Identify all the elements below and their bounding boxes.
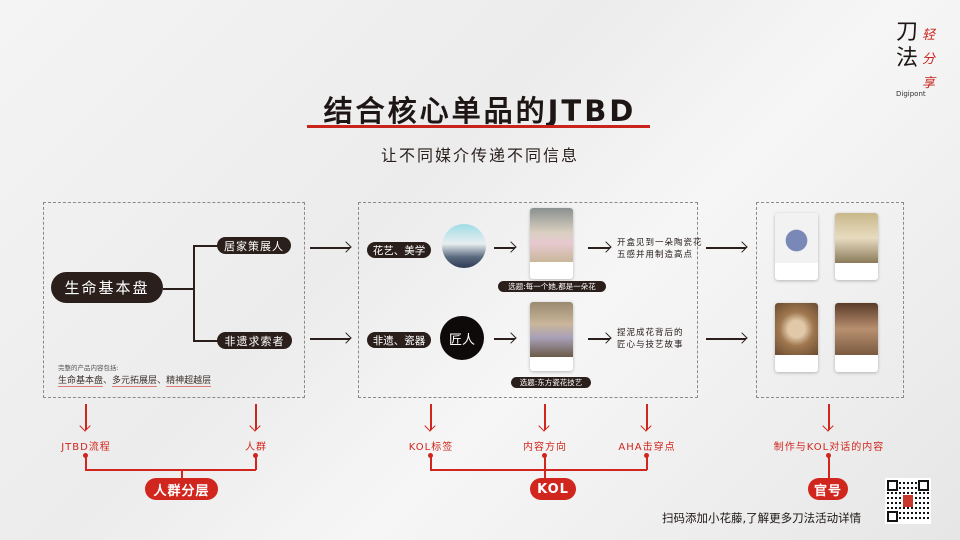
title-underline [307,125,650,128]
connector [193,340,218,342]
post-thumbnail[interactable] [530,302,573,371]
group-kol: KOL [530,478,576,500]
layers-note: 完整的产品内容包括: [58,364,119,372]
down-arrow-icon [85,404,87,430]
topic-caption: 选题:东方瓷花技艺 [511,377,591,388]
layer-item: 精神超越层 [166,376,212,387]
label-content-direction: 内容方向 [523,442,567,453]
arrow-icon [588,338,610,340]
logo: 刀法 轻分享 Digipont [896,20,946,120]
bracket-line [85,455,87,470]
topic-caption: 选题:每一个她,都是一朵花 [498,281,606,292]
bracket-line [430,469,647,471]
kol-box [358,202,698,398]
root-pill: 生命基本盘 [51,272,163,303]
down-arrow-icon [430,404,432,430]
kol-avatar-image [442,224,486,268]
bracket-line [181,469,183,479]
label-official-content: 制作与KOL对话的内容 [773,442,885,453]
arrow-icon [588,247,610,249]
avatar-text: 匠人 [448,332,475,348]
official-post-thumbnail[interactable] [775,303,818,372]
connector [163,288,193,290]
footer-text: 扫码添加小花藤,了解更多刀法活动详情 [662,511,862,525]
post-thumbnail[interactable] [530,208,573,279]
arrow-icon [706,338,746,340]
result-text: 捏泥成花背后的 匠心与技艺故事 [617,327,684,351]
official-box [756,202,904,398]
audience-box [43,202,305,398]
separator: 、 [157,376,167,386]
connector [193,245,218,247]
bracket-line [255,455,257,470]
arrow-icon [310,338,350,340]
bracket-line [646,455,648,470]
result-line: 捏泥成花背后的 [617,328,684,338]
down-arrow-icon [255,404,257,430]
label-aha: AHA击穿点 [618,442,676,453]
result-text: 开盒见到一朵陶瓷花 五感并用制造高点 [617,237,703,261]
kol-avatar-craftsman: 匠人 [440,316,484,360]
bracket-line [828,455,830,479]
kol-tag-floral: 花艺、美学 [367,242,431,258]
group-official: 官号 [808,478,848,500]
group-audience-segmentation: 人群分层 [145,478,218,500]
branch-pill-curator: 居家策展人 [217,237,291,254]
logo-script: 轻分享 [922,28,936,91]
branch-pill-heritage: 非遗求索者 [217,332,292,349]
bracket-line [430,455,432,470]
down-arrow-icon [828,404,830,430]
separator: 、 [103,376,113,386]
layers-list: 生命基本盘、多元拓展层、精神超越层 [58,373,212,387]
arrow-icon [494,338,515,340]
result-line: 匠心与技艺故事 [617,340,684,350]
arrow-icon [706,247,746,249]
official-post-thumbnail[interactable] [775,213,818,280]
logo-text: 刀法 [896,20,919,71]
bracket-line [544,455,546,479]
page-subtitle: 让不同媒介传递不同信息 [380,146,579,165]
qr-code[interactable] [885,478,931,524]
official-post-thumbnail[interactable] [835,303,878,372]
result-line: 五感并用制造高点 [617,250,694,260]
label-jtbd: JTBD流程 [61,442,111,453]
arrow-icon [494,247,515,249]
arrow-icon [310,247,350,249]
logo-sub: Digipont [896,90,926,98]
down-arrow-icon [646,404,648,430]
connector [193,245,195,341]
result-line: 开盒见到一朵陶瓷花 [617,238,703,248]
page-title: 结合核心单品的JTBD [323,94,637,128]
layer-item: 多元拓展层 [112,376,158,387]
bracket-line [85,469,256,471]
down-arrow-icon [544,404,546,430]
label-kol-tag: KOL标签 [408,442,454,453]
label-audience: 人群 [245,442,267,453]
kol-tag-heritage: 非遗、瓷器 [367,332,431,348]
official-post-thumbnail[interactable] [835,213,878,280]
layer-item: 生命基本盘 [58,376,104,387]
